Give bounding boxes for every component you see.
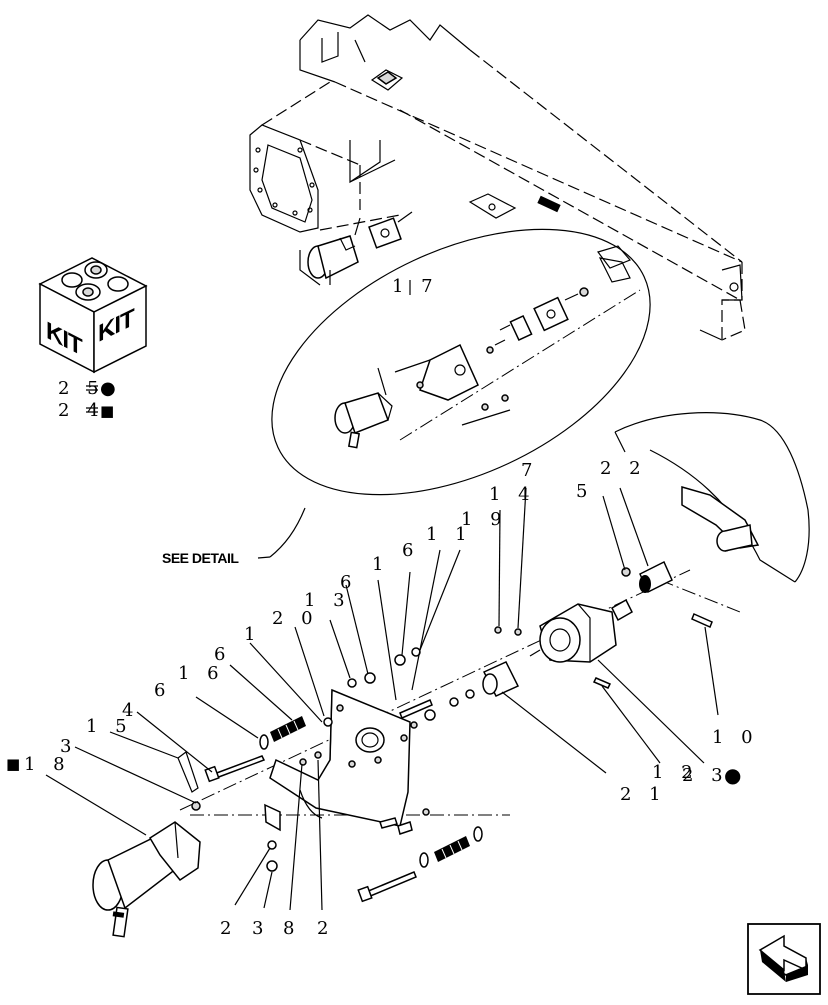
kit-legend: 2 5 ● 2 4 ■ xyxy=(58,378,116,421)
fender xyxy=(614,412,810,583)
frame-actuator xyxy=(299,211,413,286)
see-detail-label: SEE DETAIL xyxy=(162,550,239,566)
gearbox xyxy=(529,598,633,663)
callout-2a: 2 xyxy=(220,918,237,939)
legend-ref-25: 2 5 xyxy=(58,378,105,399)
callout-18: 1 8 xyxy=(24,754,71,775)
callout-1a: 1 xyxy=(372,554,389,575)
actuator-cylinder xyxy=(92,821,201,938)
callout-6a: 6 xyxy=(402,540,419,561)
coupling xyxy=(482,661,520,697)
callout-23-marker: ● xyxy=(724,763,741,787)
callout-3a: 3 xyxy=(60,736,77,757)
callout-6c: 6 xyxy=(214,644,231,665)
callout-22: 2 2 xyxy=(600,458,647,479)
main-assembly xyxy=(92,560,741,938)
callout-labels: 1 7 2 2 5 7 1 4 1 1 1 9 6 1 6 1 3 2 0 1 … xyxy=(6,276,759,939)
coupler xyxy=(639,560,673,594)
spring-lower xyxy=(434,836,470,862)
callout-21: 2 1 xyxy=(620,784,667,805)
next-page-button[interactable] xyxy=(747,923,821,995)
callout-13: 1 3 xyxy=(304,590,351,611)
legend-ref-24: 2 4 xyxy=(58,400,105,421)
callout-1b: 1 xyxy=(244,624,261,645)
callout-16: 1 6 xyxy=(178,663,225,684)
callout-7: 7 xyxy=(521,460,538,481)
callout-11: 1 1 xyxy=(426,524,473,545)
callout-12: 1 2 xyxy=(652,762,699,783)
next-page-arrow-icon xyxy=(758,934,808,982)
callout-8: 8 xyxy=(283,918,300,939)
callout-19: 1 9 xyxy=(461,509,508,530)
kit-box-icon: KIT KIT xyxy=(38,257,148,374)
callout-17: 1 7 xyxy=(392,276,439,297)
callout-14: 1 4 xyxy=(489,484,536,505)
legend-symbol-square: ■ xyxy=(100,402,114,420)
leader-lines xyxy=(45,487,719,911)
spring xyxy=(270,716,306,742)
callout-2b: 2 xyxy=(317,918,334,939)
see-detail-leader xyxy=(269,507,306,558)
callout-3b: 3 xyxy=(252,918,269,939)
callout-15: 1 5 xyxy=(86,716,133,737)
callout-10: 1 0 xyxy=(712,727,759,748)
callout-4: 4 xyxy=(122,700,139,721)
detail-view xyxy=(271,228,651,496)
callout-5: 5 xyxy=(576,481,593,502)
frame-assembly xyxy=(249,14,746,341)
callout-6d: 6 xyxy=(154,680,171,701)
callout-6b: 6 xyxy=(340,572,357,593)
callout-23: 2 3 xyxy=(682,765,729,786)
legend-symbol-circle: ● xyxy=(100,378,116,399)
callout-20: 2 0 xyxy=(272,608,319,629)
callout-18-marker: ■ xyxy=(6,755,20,773)
mounting-bracket xyxy=(264,688,411,832)
